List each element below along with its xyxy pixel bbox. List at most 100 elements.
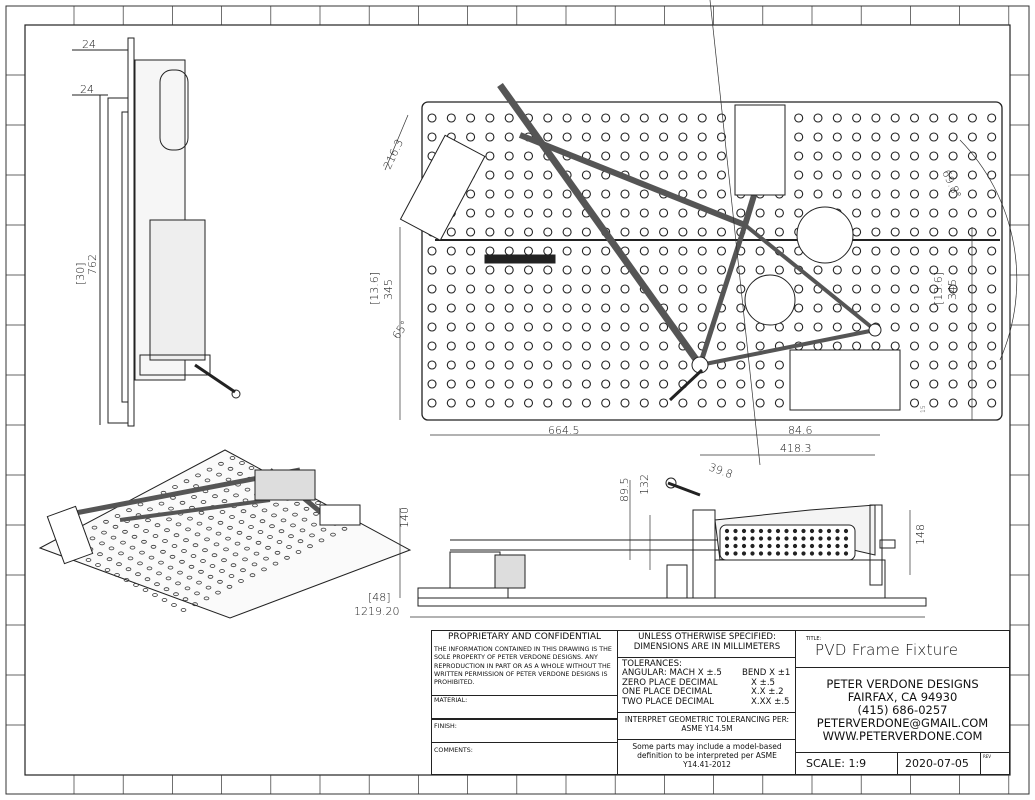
fixture-hole	[221, 499, 228, 504]
fixture-hole	[543, 322, 553, 332]
fixture-hole	[99, 541, 105, 546]
fixture-hole	[929, 360, 939, 370]
fixture-hole	[562, 379, 572, 389]
fixture-hole	[639, 246, 649, 256]
fixture-hole	[678, 398, 688, 408]
fixture-hole	[485, 113, 495, 123]
fixture-hole	[171, 603, 177, 607]
plate-hole	[826, 551, 832, 556]
fixture-hole	[427, 360, 437, 370]
fixture-hole	[218, 461, 224, 466]
fixture-hole	[678, 170, 688, 180]
fixture-hole	[620, 360, 630, 370]
fixture-hole	[523, 284, 534, 294]
fixture-hole	[112, 524, 119, 529]
fixture-hole	[601, 265, 611, 275]
dim-right-height-mm: 345	[946, 279, 959, 300]
fixture-hole	[948, 189, 958, 199]
fixture-hole	[318, 538, 325, 543]
fixture-hole	[987, 360, 997, 370]
fixture-hole	[175, 581, 181, 586]
fixture-hole	[182, 597, 189, 602]
fixture-hole	[172, 485, 178, 489]
fixture-hole	[929, 227, 939, 237]
fixture-hole	[832, 284, 842, 294]
fixture-hole	[145, 518, 151, 523]
fixture-hole	[871, 189, 881, 199]
fixture-hole	[852, 322, 862, 332]
fixture-hole	[248, 525, 254, 529]
date: 2020-07-05	[905, 757, 969, 770]
fixture-hole	[948, 303, 958, 313]
fixture-hole	[987, 189, 997, 199]
fixture-hole	[232, 552, 239, 557]
divider	[980, 753, 981, 775]
fixture-hole	[504, 341, 514, 351]
fixture-hole	[620, 151, 630, 161]
fixture-hole	[227, 466, 234, 471]
fixture-hole	[967, 151, 977, 161]
fixture-hole	[871, 265, 881, 275]
fixture-hole	[716, 379, 727, 389]
fixture-hole	[523, 246, 534, 256]
fixture-hole	[929, 322, 939, 332]
proprietary-body: THE INFORMATION CONTAINED IN THIS DRAWIN…	[434, 646, 612, 687]
fixture-hole	[929, 208, 939, 218]
fixture-hole	[274, 550, 281, 555]
fixture-hole	[255, 540, 262, 545]
fixture-hole	[485, 151, 495, 161]
plate-hole	[724, 528, 730, 534]
fixture-hole	[852, 189, 862, 199]
fixture-hole	[736, 208, 746, 218]
dim-seat-angle: 65°	[390, 318, 412, 341]
fixture-hole	[909, 189, 920, 199]
fixture-hole	[909, 379, 920, 389]
fixture-hole	[202, 548, 208, 553]
fixture-hole	[196, 521, 203, 526]
fixture-hole	[446, 360, 456, 370]
plate-hole	[835, 536, 840, 541]
fixture-hole	[659, 265, 669, 275]
fixture-hole	[179, 500, 186, 505]
fixture-hole	[562, 227, 572, 237]
fixture-hole	[249, 573, 256, 578]
fixture-hole	[659, 284, 669, 294]
fixture-hole	[223, 547, 229, 552]
fixture-hole	[543, 303, 553, 313]
fixture-hole	[167, 565, 174, 570]
fixture-hole	[890, 113, 900, 123]
fixture-hole	[188, 564, 195, 569]
company-line: PETER VERDONE DESIGNS	[826, 677, 979, 691]
fixture-hole	[141, 539, 147, 544]
fixture-hole	[427, 113, 437, 123]
fixture-hole	[504, 246, 514, 256]
fixture-hole	[678, 227, 688, 237]
fixture-hole	[273, 502, 279, 507]
plate-hole	[809, 551, 815, 556]
fixture-hole	[144, 577, 151, 582]
fixture-hole	[265, 545, 271, 550]
fixture-hole	[697, 151, 707, 161]
fixture-hole	[909, 284, 920, 294]
fixture-hole	[261, 508, 268, 513]
fixture-hole	[755, 398, 765, 408]
fixture-hole	[187, 516, 193, 521]
fixture-hole	[678, 113, 688, 123]
fixture-hole	[639, 398, 649, 408]
fixture-hole	[242, 557, 248, 562]
fixture-hole	[427, 341, 437, 351]
plate-hole	[809, 536, 815, 541]
fixture-hole	[774, 379, 784, 389]
fixture-hole	[620, 322, 630, 332]
fixture-hole	[929, 265, 939, 275]
fixture-hole	[562, 303, 572, 313]
fixture-hole	[139, 550, 145, 555]
fixture-hole	[466, 189, 476, 199]
plate-hole	[843, 543, 849, 549]
fixture-hole	[116, 562, 122, 567]
fixture-hole	[794, 189, 804, 199]
fixture-hole	[562, 113, 572, 123]
fixture-hole	[832, 189, 842, 199]
fixture-hole	[697, 132, 707, 142]
fixture-hole	[755, 341, 765, 351]
